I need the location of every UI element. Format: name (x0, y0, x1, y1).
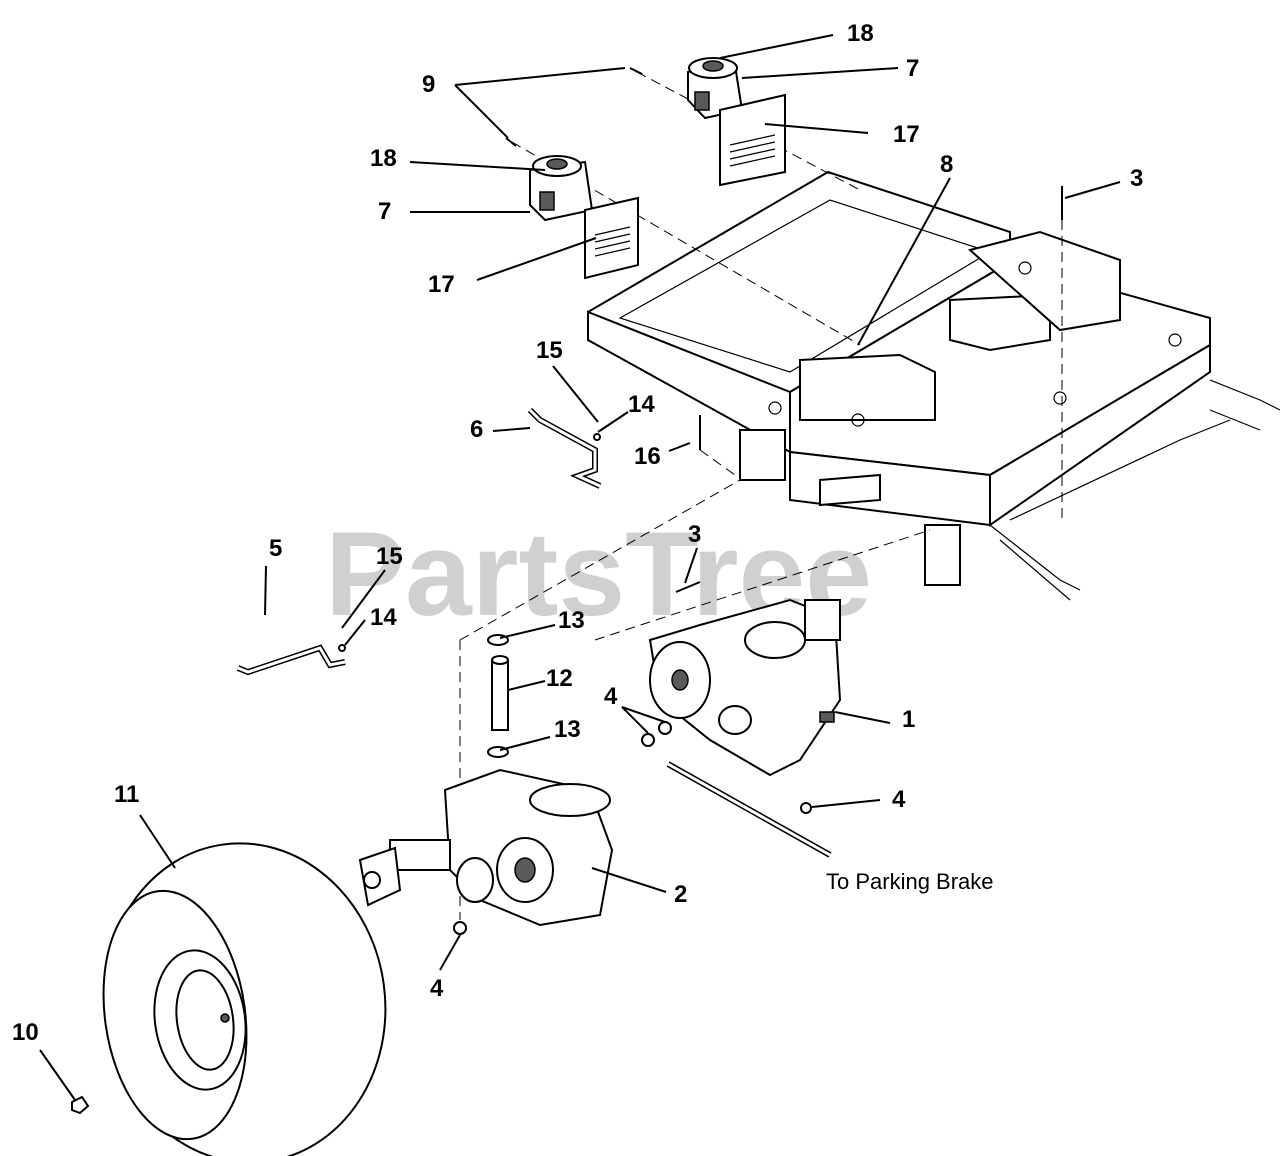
callout-7: 7 (378, 198, 391, 225)
tube-12 (487, 634, 509, 758)
callout-14: 14 (628, 391, 655, 418)
callout-16: 16 (634, 443, 661, 470)
plate-lower (584, 196, 639, 280)
callout-6: 6 (470, 416, 483, 443)
plate-upper (719, 93, 786, 187)
callout-13: 13 (554, 716, 581, 743)
callout-15: 15 (536, 337, 563, 364)
callout-10: 10 (12, 1019, 39, 1046)
callout-8: 8 (940, 151, 953, 178)
callout-2: 2 (674, 881, 687, 908)
callout-3: 3 (1130, 165, 1143, 192)
callout-7: 7 (906, 55, 919, 82)
callout-11: 11 (114, 781, 139, 808)
transaxle-1 (648, 598, 842, 777)
chassis-frame (587, 170, 1280, 601)
callout-18: 18 (847, 20, 874, 47)
parking-brake-rod (666, 761, 832, 858)
callout-9: 9 (422, 71, 435, 98)
wheel-11 (102, 842, 387, 1156)
callout-4: 4 (892, 786, 906, 813)
parking-brake-note: To Parking Brake (826, 869, 994, 894)
callout-1: 1 (902, 706, 915, 733)
callout-17: 17 (428, 271, 455, 298)
callout-5: 5 (269, 535, 282, 562)
callout-12: 12 (546, 665, 573, 692)
pump-control-upper (687, 57, 744, 120)
rod-5 (236, 644, 346, 676)
leader-lines (39, 34, 1121, 1101)
callout-4: 4 (604, 683, 618, 710)
callout-17: 17 (893, 121, 920, 148)
callout-14: 14 (370, 604, 397, 631)
pump-control-lower (529, 155, 594, 222)
nuts (71, 721, 812, 1115)
callout-13: 13 (558, 607, 585, 634)
callout-18: 18 (370, 145, 397, 172)
rod-6 (527, 407, 602, 489)
bolts (505, 67, 1063, 593)
callout-4: 4 (430, 975, 444, 1002)
transaxle-2 (358, 768, 614, 927)
callout-15: 15 (376, 543, 403, 570)
callout-3: 3 (688, 521, 701, 548)
